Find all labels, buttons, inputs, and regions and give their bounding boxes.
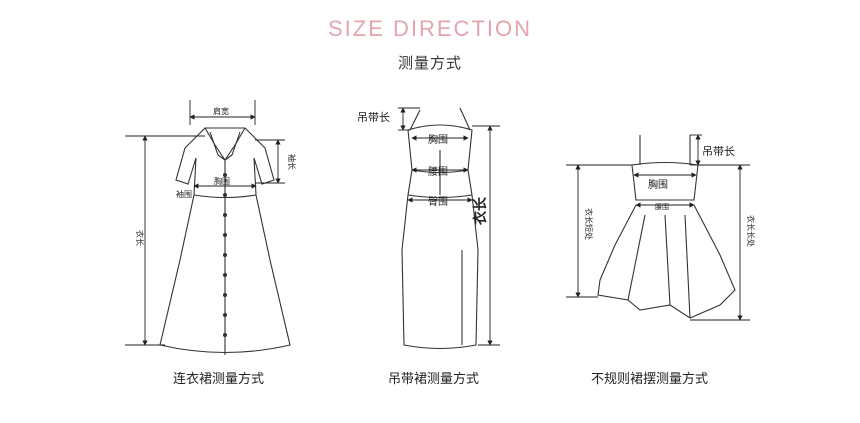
shirt-dress-sleeve-label: 袖长 bbox=[287, 154, 297, 170]
slip-dress-hip-label: 臀围 bbox=[428, 196, 448, 208]
slip-dress-length-label: 衣长 bbox=[472, 196, 489, 225]
slip-dress-waist-label: 腰围 bbox=[428, 166, 448, 178]
shirt-dress-figure bbox=[159, 127, 291, 355]
shirt-dress-caption: 连衣裙测量方式 bbox=[173, 372, 265, 387]
slip-dress-figure bbox=[401, 107, 479, 350]
slip-dress-strap-label: 吊带长 bbox=[357, 111, 390, 124]
shirt-dress-buttons bbox=[223, 173, 227, 337]
shirt-dress-bust-label: 胸围 bbox=[214, 176, 230, 186]
irregular-dress-strap-label: 吊带长 bbox=[702, 145, 735, 158]
irregular-dress-figure bbox=[597, 135, 736, 319]
page-title: SIZE DIRECTION bbox=[327, 16, 532, 41]
shirt-dress-measure-lines bbox=[125, 100, 285, 346]
irregular-dress-short-length-label: 衣长短处 bbox=[584, 208, 594, 240]
irregular-dress-caption: 不规则裙摆测量方式 bbox=[591, 372, 709, 387]
slip-dress-caption: 吊带裙测量方式 bbox=[388, 372, 480, 387]
shirt-dress-length-label: 衣长 bbox=[135, 230, 145, 246]
irregular-dress-bust-label: 胸围 bbox=[648, 178, 668, 191]
slip-dress-bust-label: 胸围 bbox=[428, 133, 448, 146]
shirt-dress-shoulder-label: 肩宽 bbox=[213, 106, 229, 116]
slip-dress-measure-lines bbox=[398, 107, 500, 346]
irregular-dress-waist-label: 腰围 bbox=[655, 203, 669, 211]
shirt-dress-cuff-label: 袖围 bbox=[176, 189, 192, 199]
page-subtitle: 测量方式 bbox=[397, 54, 462, 72]
irregular-dress-long-length-label: 衣长长处 bbox=[746, 215, 756, 247]
irregular-dress-measure-lines bbox=[566, 134, 750, 321]
